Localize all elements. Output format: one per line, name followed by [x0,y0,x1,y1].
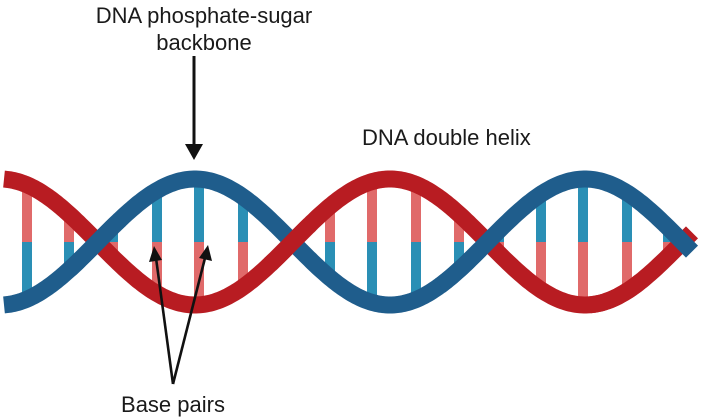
base-pair-upper [411,184,421,242]
base-pair-upper [454,214,464,242]
backbone-label-line2: backbone [156,30,252,55]
backbone-arrow [185,56,203,160]
base-pair-upper [325,206,335,242]
backbone-label-line1: DNA phosphate-sugar [95,3,313,28]
base-pair-upper [22,184,32,242]
base-pair-upper [367,181,377,242]
red-backbone-strand-front [264,218,646,314]
base-pair-lower [64,242,74,270]
base-pair-lower [238,242,248,288]
base-pair-lower [454,242,464,270]
base-pair-upper [194,179,204,242]
backbone-label: DNA phosphate-sugar backbone [0,2,408,56]
base-pair-upper [622,192,632,242]
base-pair-lower [194,242,204,305]
base-pairs-label: Base pairs [121,392,225,417]
base-pairs-arrows [149,245,212,385]
double-helix-label: DNA double helix [362,125,531,150]
base-pair-upper [578,179,588,242]
blue-backbone-strand-front [64,213,487,293]
red-backbone-strand [3,170,699,314]
base-pair-lower [622,242,632,292]
base-pair-lower [411,242,421,300]
base-pair-upper [152,190,162,242]
base-pair-lower [536,242,546,290]
base-pair-lower [578,242,588,305]
base-pair-lower [22,242,32,300]
base-pair-upper [536,194,546,242]
base-pair-upper [238,196,248,242]
base-pair-lower [325,242,335,278]
base-pair-lower [367,242,377,303]
base-pair-upper [64,214,74,242]
